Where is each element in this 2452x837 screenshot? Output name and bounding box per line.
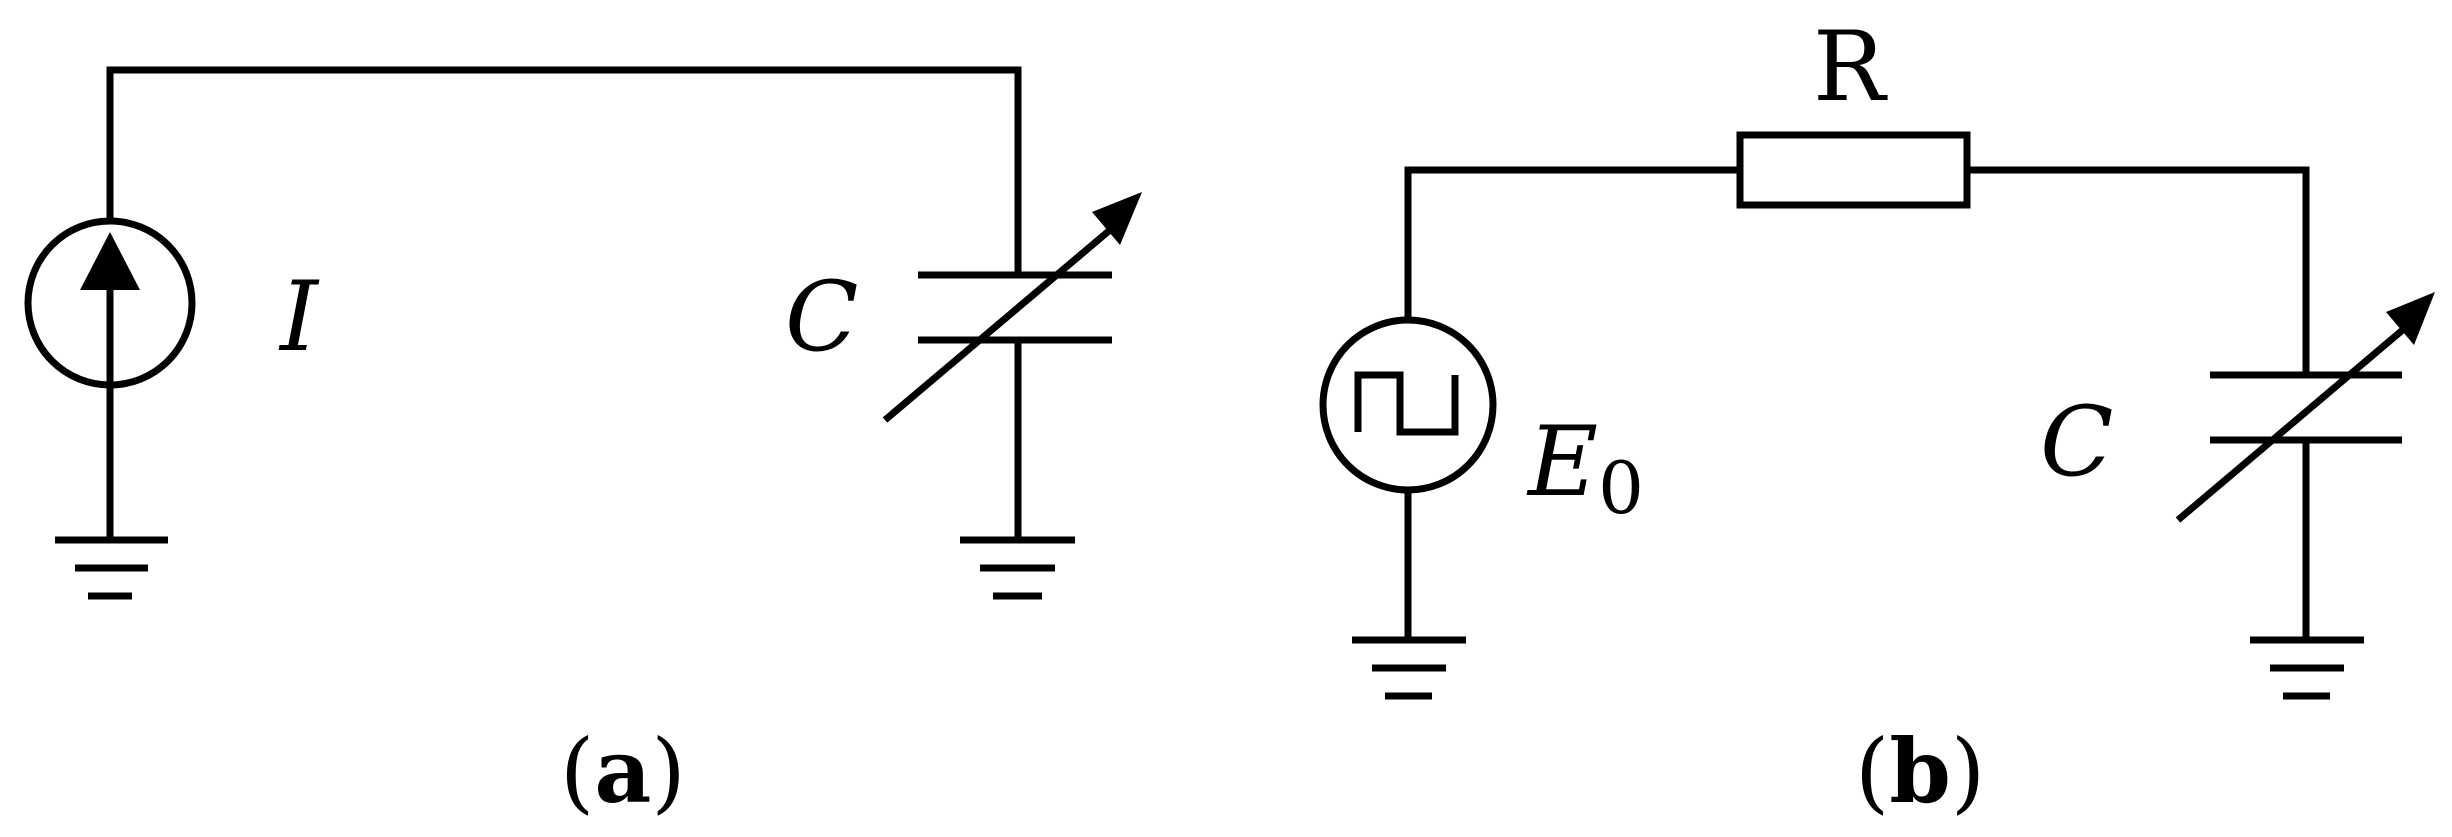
capacitor-label: C [785,261,858,373]
square-wave-source-icon [1319,316,1497,494]
panel-b-left-wire [1404,166,1744,319]
caption-b: (b) [1855,719,1985,823]
source-label: E0 [1526,406,1644,530]
panel-a-top-wire [106,66,1022,279]
ground-icon [2250,636,2364,700]
panel-a-circuit: I C (a) [24,66,1142,823]
resistor-label: R [1813,11,1888,123]
panel-b-circuit: R E0 C (b) [1319,11,2435,823]
variable-capacitor-icon [2175,292,2435,523]
current-source-label: I [278,261,320,373]
ground-icon [1352,636,1466,700]
resistor-icon [1736,131,1971,209]
panel-b-right-wire [1963,166,2310,379]
variable-capacitor-icon [882,192,1142,423]
current-source-icon [24,217,196,389]
ground-icon [960,536,1075,600]
caption-a: (a) [560,719,686,823]
capacitor-label: C [2040,386,2113,498]
ground-icon [55,536,168,600]
